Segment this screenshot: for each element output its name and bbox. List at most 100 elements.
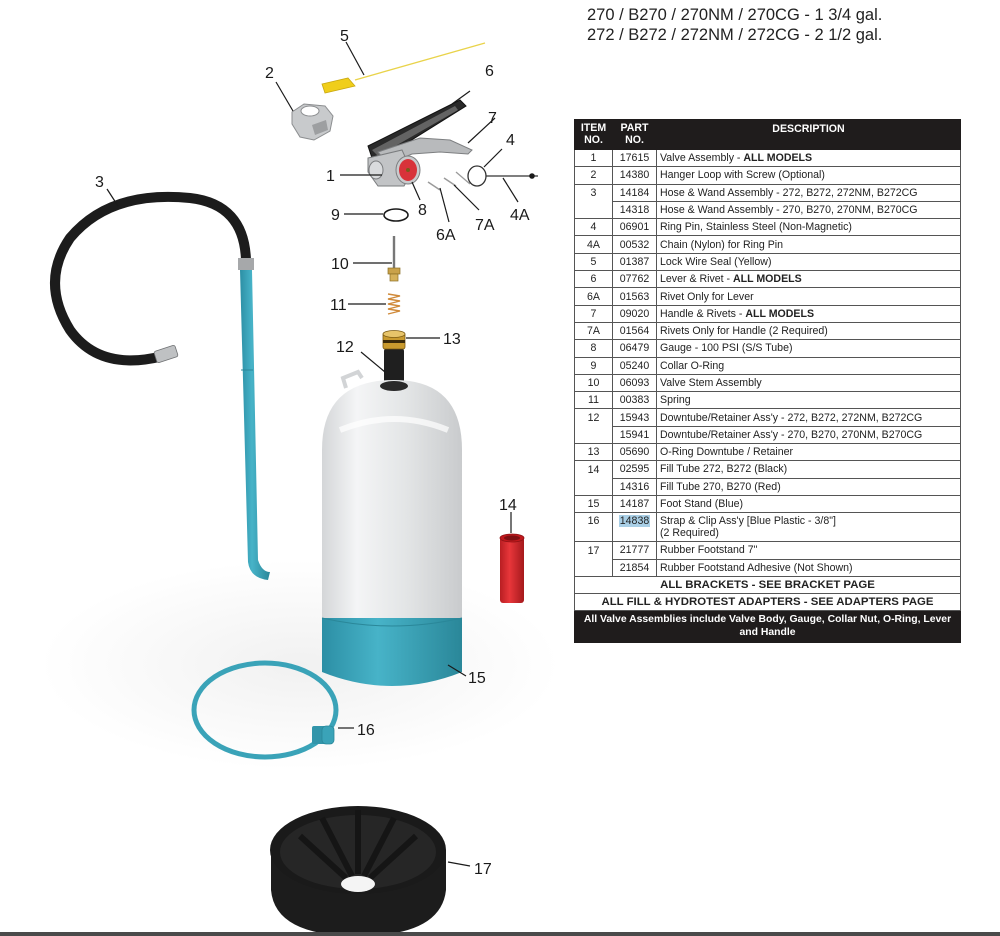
table-row: 8 06479 Gauge - 100 PSI (S/S Tube)	[574, 339, 961, 358]
table-row: 17 21777 Rubber Footstand 7"	[574, 541, 961, 560]
table-row: 6A 01563 Rivet Only for Lever	[574, 287, 961, 306]
item-no: 10	[574, 373, 613, 393]
description: Foot Stand (Blue)	[656, 494, 961, 514]
part-no: 05690	[612, 443, 657, 462]
item-no: 9	[574, 356, 613, 375]
description: Fill Tube 272, B272 (Black)	[656, 460, 961, 479]
item-no	[574, 201, 613, 220]
foot-stand-part	[321, 617, 463, 686]
hanger-loop-part	[291, 103, 334, 141]
item-no: 2	[574, 166, 613, 185]
part-no: 14184	[612, 183, 657, 202]
callout-1: 1	[326, 168, 335, 185]
callout-14: 14	[499, 497, 517, 514]
item-no: 1	[574, 148, 613, 168]
table-row: 15941 Downtube/Retainer Ass'y - 270, B27…	[574, 425, 961, 445]
o-ring-downtube-part	[382, 330, 406, 350]
callout-4a: 4A	[510, 207, 530, 224]
part-no: 09020	[612, 304, 657, 323]
lock-wire-seal-part	[321, 42, 486, 94]
description: Valve Stem Assembly	[656, 373, 961, 393]
callout-11: 11	[330, 297, 347, 314]
description: Rivet Only for Lever	[656, 287, 961, 306]
description: Hose & Wand Assembly - 272, B272, 272NM,…	[656, 183, 961, 202]
description: Lever & Rivet - ALL MODELS	[656, 270, 961, 289]
item-no: 7	[574, 304, 613, 323]
item-no: 17	[574, 541, 613, 560]
table-row: 6 07762 Lever & Rivet - ALL MODELS	[574, 270, 961, 289]
callout-12: 12	[336, 339, 354, 356]
part-no: 05240	[612, 356, 657, 375]
description: Gauge - 100 PSI (S/S Tube)	[656, 339, 961, 358]
description: Spring	[656, 391, 961, 410]
description: Downtube/Retainer Ass'y - 272, B272, 272…	[656, 408, 961, 427]
callout-13: 13	[443, 331, 461, 348]
floor-shadow	[40, 560, 560, 770]
table-row: 4 06901 Ring Pin, Stainless Steel (Non-M…	[574, 218, 961, 237]
valve-assembly-note: All Valve Assemblies include Valve Body,…	[574, 609, 961, 643]
callout-17: 17	[474, 861, 492, 878]
description: Hanger Loop with Screw (Optional)	[656, 166, 961, 185]
table-row: 13 05690 O-Ring Downtube / Retainer	[574, 443, 961, 462]
item-no: 16	[574, 512, 613, 543]
callout-4: 4	[506, 132, 515, 149]
table-row: 14316 Fill Tube 270, B270 (Red)	[574, 477, 961, 496]
table-row: 10 06093 Valve Stem Assembly	[574, 373, 961, 393]
part-no: 07762	[612, 270, 657, 289]
part-no: 00383	[612, 391, 657, 410]
exploded-parts-diagram: 5 2 6 7 1 8 6A 7A	[40, 28, 560, 936]
callout-16: 16	[357, 722, 375, 739]
adapters-banner-row: ALL FILL & HYDROTEST ADAPTERS - SEE ADAP…	[574, 592, 961, 611]
gauge-part	[395, 155, 421, 185]
part-no: 14838	[612, 512, 657, 543]
part-no: 21777	[612, 541, 657, 560]
description: Valve Assembly - ALL MODELS	[656, 148, 961, 168]
table-row: 4A 00532 Chain (Nylon) for Ring Pin	[574, 235, 961, 254]
table-row: 2 14380 Hanger Loop with Screw (Optional…	[574, 166, 961, 185]
item-no: 7A	[574, 321, 613, 341]
rubber-footstand-part	[270, 806, 446, 936]
callout-10: 10	[331, 256, 349, 273]
chain-part	[486, 173, 538, 179]
part-no: 14380	[612, 166, 657, 185]
spring-part	[387, 293, 401, 315]
brackets-banner-row: ALL BRACKETS - SEE BRACKET PAGE	[574, 575, 961, 594]
table-row: 1 17615 Valve Assembly - ALL MODELS	[574, 148, 961, 168]
part-no: 21854	[612, 558, 657, 577]
model-line-1: 270 / B270 / 270NM / 270CG - 1 3/4 gal.	[587, 6, 883, 24]
description: Rivets Only for Handle (2 Required)	[656, 321, 961, 341]
callout-6: 6	[485, 63, 494, 80]
description: Strap & Clip Ass'y [Blue Plastic - 3/8"]…	[656, 512, 961, 543]
description: Ring Pin, Stainless Steel (Non-Magnetic)	[656, 218, 961, 237]
description: Fill Tube 270, B270 (Red)	[656, 477, 961, 496]
description: Collar O-Ring	[656, 356, 961, 375]
item-no: 4A	[574, 235, 613, 254]
part-no: 01387	[612, 252, 657, 272]
item-no: 6A	[574, 287, 613, 306]
highlighted-part-no[interactable]: 14838	[618, 515, 651, 528]
callout-7a: 7A	[475, 217, 495, 234]
lever-part	[367, 99, 467, 159]
part-no: 01563	[612, 287, 657, 306]
table-row: 7A 01564 Rivets Only for Handle (2 Requi…	[574, 321, 961, 341]
table-row: 15 14187 Foot Stand (Blue)	[574, 494, 961, 514]
part-no: 01564	[612, 321, 657, 341]
item-no: 8	[574, 339, 613, 358]
table-row: 11 00383 Spring	[574, 391, 961, 410]
part-no: 15941	[612, 425, 657, 445]
callout-5: 5	[340, 28, 349, 45]
adapters-banner: ALL FILL & HYDROTEST ADAPTERS - SEE ADAP…	[574, 592, 961, 611]
callout-8: 8	[418, 202, 427, 219]
description: Hose & Wand Assembly - 270, B270, 270NM,…	[656, 200, 961, 220]
table-row: 5 01387 Lock Wire Seal (Yellow)	[574, 252, 961, 272]
item-no: 14	[574, 460, 613, 479]
header-description: DESCRIPTION	[656, 119, 961, 150]
description: Lock Wire Seal (Yellow)	[656, 252, 961, 272]
part-no: 15943	[612, 408, 657, 427]
strap-and-clip-part	[191, 660, 339, 760]
description: Rubber Footstand Adhesive (Not Shown)	[656, 558, 961, 577]
description: Chain (Nylon) for Ring Pin	[656, 235, 961, 254]
